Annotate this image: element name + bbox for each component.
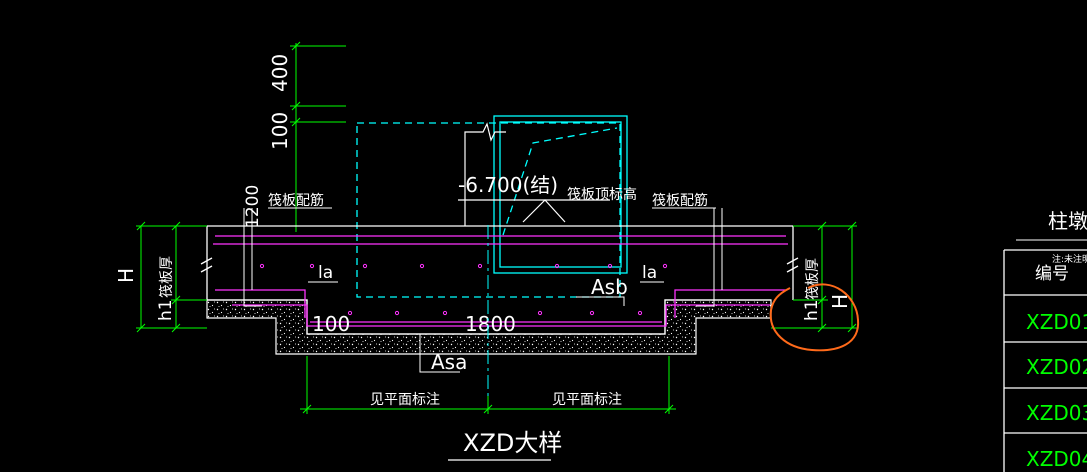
dim-1800-label: 1800 [465, 312, 516, 336]
rebar-lines [213, 235, 788, 327]
rebar-leaders [243, 207, 723, 373]
pier-dashed-outline [356, 122, 621, 298]
table-row-code[interactable]: XZD04 [1026, 447, 1087, 471]
raft-rebar-right-label: 筏板配筋 [652, 192, 708, 209]
raft-top-note: 筏板顶标高 [567, 186, 637, 203]
anchor-la-right-label: la [642, 263, 657, 283]
table-row-code[interactable]: XZD01 [1026, 310, 1087, 334]
table-row-code[interactable]: XZD02 [1026, 355, 1087, 379]
dim-h1-left-label: h1 [156, 299, 176, 321]
top-dimension-chain [290, 41, 346, 232]
rebar-asa-label: Asa [431, 350, 467, 374]
pier-table: 柱墩表 注:未注明的 编号 XZD01 XZD02 XZD03 XZD04 [1003, 209, 1087, 472]
see-plan-left-label: 见平面标注 [370, 392, 440, 408]
table-title: 柱墩表 [1048, 209, 1087, 233]
markup-circle [769, 283, 860, 352]
dim-1200-label: 1200 [243, 185, 263, 228]
anchor-la-left-label: la [318, 263, 333, 283]
dim-H-right-label: H [828, 294, 852, 309]
left-height-dims [136, 221, 207, 333]
raft-thickness-left-label: 筏板厚 [158, 256, 175, 298]
rebar-dots [259, 263, 668, 316]
bottom-dimension [300, 356, 676, 414]
elevation-label: -6.700(结) [458, 173, 558, 197]
right-height-dims [771, 221, 857, 333]
dim-100-bottom-label: 100 [312, 312, 350, 336]
dim-h1-right-label: h1 [802, 299, 822, 321]
dim-100-top-label: 100 [268, 112, 292, 150]
table-row-code[interactable]: XZD03 [1026, 401, 1087, 425]
raft-thickness-right-label: 筏板厚 [804, 258, 821, 300]
table-header-code: 编号 [1035, 264, 1069, 284]
table-subtitle: 注:未注明的 [1052, 253, 1087, 265]
elevation-leader [458, 122, 610, 226]
rebar-asb-label: Asb [591, 275, 628, 299]
see-plan-right-label: 见平面标注 [552, 392, 622, 408]
dim-400-label: 400 [268, 54, 292, 92]
raft-rebar-left-label: 筏板配筋 [268, 192, 324, 209]
drawing-title: XZD大样 [463, 429, 562, 457]
dim-H-left-label: H [114, 268, 138, 283]
column-section [493, 115, 628, 274]
